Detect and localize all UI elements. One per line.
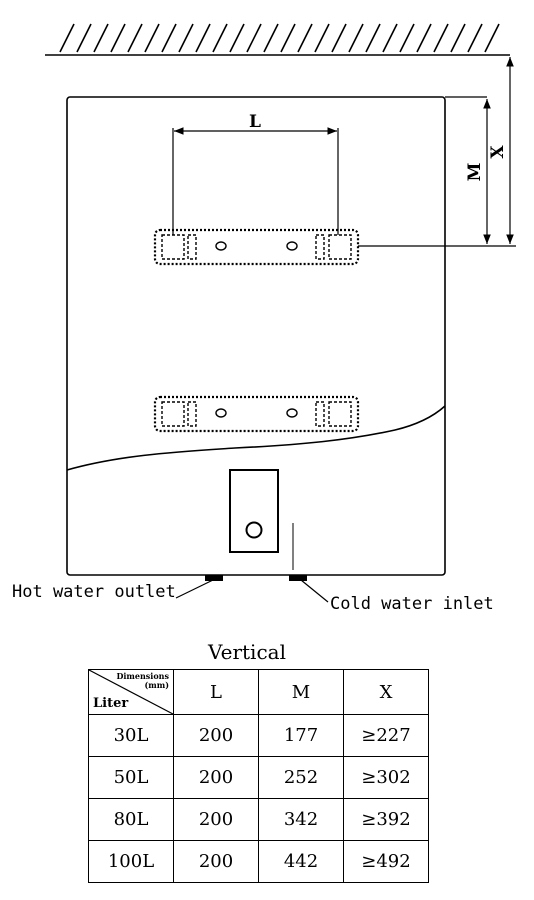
dimension-table: Dimensions (mm) Liter L M X 30L 200 177 … (88, 669, 429, 883)
column-header-x: X (343, 669, 429, 715)
m-cell: 442 (258, 840, 344, 883)
water-heater-diagram: L M X Hot water outlet Cold water inlet (12, 23, 516, 614)
liter-cell: 50L (88, 756, 174, 799)
table-corner-cell: Dimensions (mm) Liter (88, 669, 174, 715)
lower-bracket (153, 395, 360, 433)
corner-liter-label: Liter (93, 696, 129, 711)
table-title: Vertical (208, 640, 286, 664)
m-cell: 342 (258, 798, 344, 841)
heater-body (66, 96, 446, 576)
liter-cell: 30L (88, 714, 174, 757)
cold-water-inlet-label: Cold water inlet (330, 594, 494, 614)
l-cell: 200 (173, 756, 259, 799)
m-cell: 252 (258, 756, 344, 799)
l-cell: 200 (173, 798, 259, 841)
table-row: 30L 200 177 ≥227 (88, 714, 429, 757)
table-header-row: Dimensions (mm) Liter L M X (88, 669, 429, 715)
l-cell: 200 (173, 840, 259, 883)
dimension-m-x (358, 56, 516, 247)
upper-bracket (153, 228, 360, 266)
m-cell: 177 (258, 714, 344, 757)
hot-water-outlet-label: Hot water outlet (12, 582, 176, 602)
x-cell: ≥492 (343, 840, 429, 883)
x-cell: ≥392 (343, 798, 429, 841)
table-row: 100L 200 442 ≥492 (88, 840, 429, 883)
corner-diagonal (89, 670, 173, 714)
ceiling-hatch (45, 23, 510, 56)
l-cell: 200 (173, 714, 259, 757)
table-row: 80L 200 342 ≥392 (88, 798, 429, 841)
liter-cell: 80L (88, 798, 174, 841)
callout-lines (175, 579, 329, 603)
dimension-x-label: X (488, 145, 508, 159)
pipe-connectors (205, 575, 307, 581)
dimension-l (172, 127, 339, 235)
column-header-m: M (258, 669, 344, 715)
x-cell: ≥302 (343, 756, 429, 799)
table-row: 50L 200 252 ≥302 (88, 756, 429, 799)
corner-dimensions-label: Dimensions (mm) (116, 671, 169, 690)
dimension-l-label: L (249, 112, 261, 132)
x-cell: ≥227 (343, 714, 429, 757)
liter-cell: 100L (88, 840, 174, 883)
column-header-l: L (173, 669, 259, 715)
indicator-light-icon (245, 521, 263, 539)
dimension-m-label: M (465, 162, 485, 181)
